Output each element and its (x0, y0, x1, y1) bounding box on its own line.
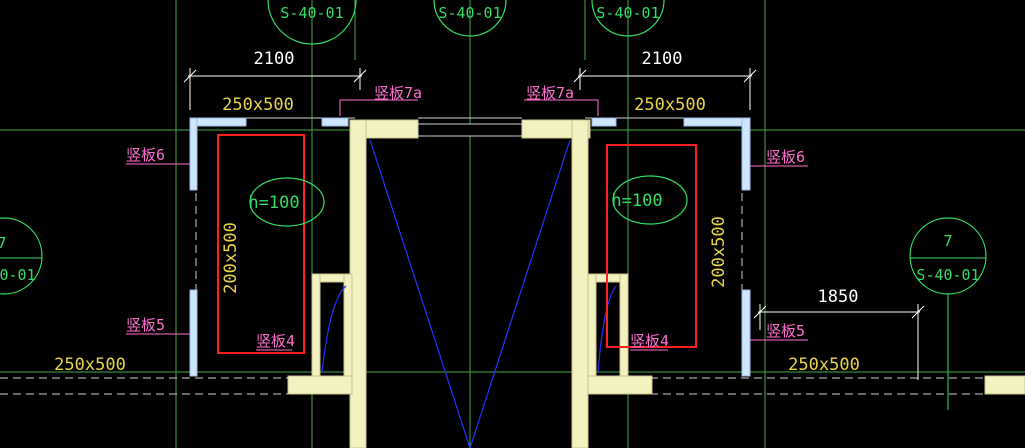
beam-bottom-left: 250x500 (54, 355, 126, 375)
plate-label-inner-right: 竖板4 (630, 332, 669, 350)
axis-ref-right: S-40-01 (916, 266, 979, 284)
dim-right-mid: 1850 (818, 287, 859, 307)
beam-vertical-right: 200x500 (709, 216, 729, 288)
plate-label-top-right: 竖板7a (526, 84, 574, 102)
axis-bubble-top-3: S-40-01 (591, 0, 665, 37)
highlight-box-right (606, 144, 697, 348)
plate-label-right-upper: 竖板6 (766, 148, 805, 166)
elevation-ellipse-right (612, 175, 688, 225)
axis-bubble-top-2: S-40-01 (433, 0, 507, 37)
axis-ref-top-1: S-40-01 (280, 4, 343, 22)
axis-ref-top-2: S-40-01 (438, 4, 501, 22)
elevation-ellipse-left (249, 177, 325, 227)
axis-bubble-top-1: S-40-01 (267, 0, 357, 45)
axis-ref-top-3: S-40-01 (596, 4, 659, 22)
dim-top-left: 2100 (254, 49, 295, 69)
axis-num-left: 7 (0, 234, 7, 252)
plate-label-right-lower: 竖板5 (766, 322, 805, 340)
axis-bubble-right: 7 S-40-01 (909, 217, 987, 410)
plate-label-top-left: 竖板7a (374, 84, 422, 102)
beam-top-right: 250x500 (634, 95, 706, 115)
plate-label-left-upper: 竖板6 (126, 146, 165, 164)
dim-top-right: 2100 (642, 49, 683, 69)
beam-top-left: 250x500 (222, 95, 294, 115)
vertical-plates (189, 117, 751, 377)
beam-vertical-left: 200x500 (221, 222, 241, 294)
beam-bottom-right: 250x500 (788, 355, 860, 375)
axis-ref-left: S-40-01 (0, 266, 36, 284)
plate-label-inner-left: 竖板4 (256, 332, 295, 350)
axis-num-right: 7 (943, 232, 952, 250)
door-opening (417, 123, 523, 137)
stair-lines (321, 139, 617, 448)
elevation-note-right: h=100 (611, 191, 662, 211)
axis-bubble-left: 7 S-40-01 (0, 217, 43, 295)
highlight-box-left (217, 134, 305, 354)
plate-label-left-lower: 竖板5 (126, 316, 165, 334)
label-leaders (126, 99, 808, 351)
walls (287, 119, 1025, 448)
elevation-note-left: h=100 (248, 193, 299, 213)
dimension-lines (183, 68, 925, 380)
